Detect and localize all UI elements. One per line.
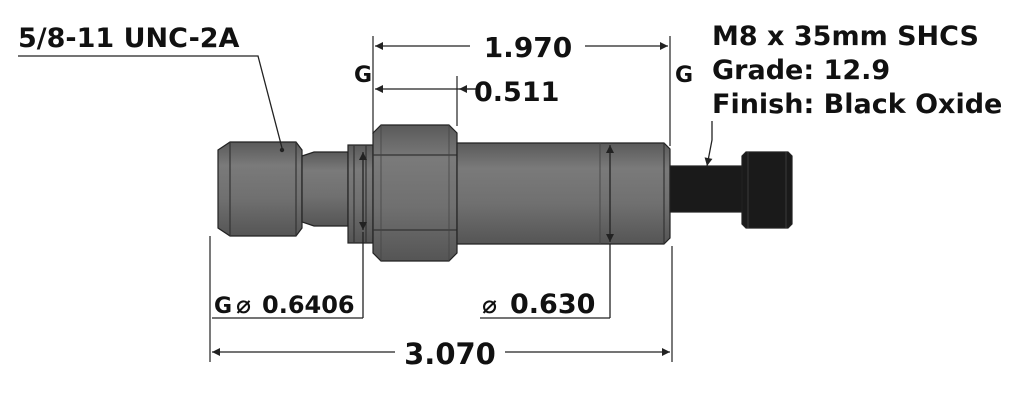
thread-callout: 5/8-11 UNC-2A bbox=[18, 23, 285, 153]
screw-shank bbox=[669, 165, 743, 213]
dim-3070-label: 3.070 bbox=[404, 337, 496, 371]
screw-head bbox=[741, 151, 793, 229]
gauge-right-label: G bbox=[675, 63, 693, 88]
gauge-left-label: G bbox=[354, 63, 372, 88]
dimension-groove-diameter: G ⌀ 0.6406 bbox=[212, 152, 367, 319]
groove-dia-value: 0.6406 bbox=[262, 291, 355, 319]
screw-spec-line3: Finish: Black Oxide bbox=[712, 89, 1002, 120]
hex-nut bbox=[372, 124, 458, 262]
neck-groove bbox=[301, 151, 349, 227]
thread-callout-label: 5/8-11 UNC-2A bbox=[18, 23, 240, 54]
dimension-shank-diameter: ⌀ 0.630 bbox=[480, 145, 614, 320]
part-body bbox=[217, 124, 793, 262]
dim-1970-label: 1.970 bbox=[484, 31, 573, 64]
dim-0511-label: 0.511 bbox=[474, 77, 559, 108]
threaded-end bbox=[217, 141, 303, 237]
screw-spec-line2: Grade: 12.9 bbox=[712, 55, 890, 86]
screw-callout: M8 x 35mm SHCS Grade: 12.9 Finish: Black… bbox=[704, 21, 1002, 167]
dimension-upper-length: 1.970 G G bbox=[354, 31, 693, 146]
dimension-overall-length: 3.070 bbox=[209, 236, 673, 371]
collar bbox=[347, 144, 374, 244]
shank bbox=[456, 142, 671, 245]
gauge-dia-label: G bbox=[214, 294, 232, 319]
dimension-hex-width: 0.511 bbox=[375, 76, 559, 126]
groove-dia-symbol: ⌀ bbox=[236, 290, 251, 319]
shank-dia-symbol: ⌀ bbox=[482, 290, 497, 319]
screw-spec-line1: M8 x 35mm SHCS bbox=[712, 21, 979, 52]
shank-dia-value: 0.630 bbox=[510, 289, 595, 320]
